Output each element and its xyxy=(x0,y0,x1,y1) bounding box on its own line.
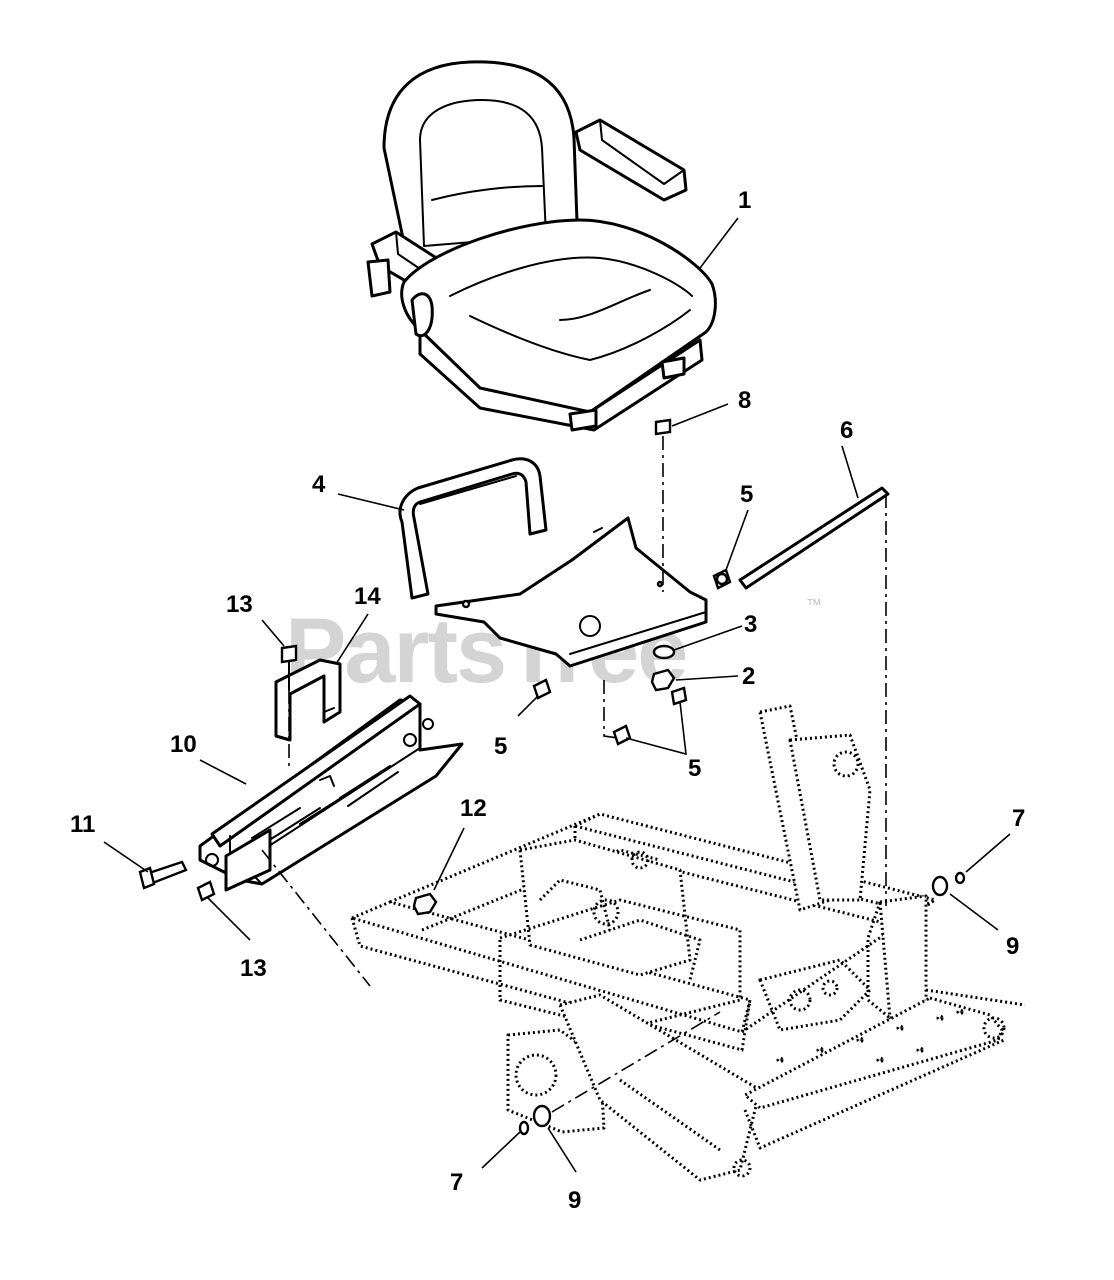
callout-9-right: 9 xyxy=(1006,933,1019,960)
assembly-lines xyxy=(261,436,887,1113)
callout-6: 6 xyxy=(840,417,853,444)
callout-1: 1 xyxy=(738,187,751,214)
callout-9-bottom: 9 xyxy=(568,1187,581,1214)
callout-12: 12 xyxy=(460,795,487,822)
callouts: 1 8 4 6 5 3 2 5 5 13 14 10 11 13 12 7 9 … xyxy=(70,187,1025,1214)
callout-7-bottom: 7 xyxy=(450,1169,463,1196)
callout-5-left: 5 xyxy=(494,733,507,760)
leader-lines xyxy=(103,217,1011,1173)
callout-7-right: 7 xyxy=(1012,805,1025,832)
seat xyxy=(366,60,717,432)
callout-4: 4 xyxy=(312,471,326,498)
callout-8: 8 xyxy=(738,387,751,414)
callout-13-upper: 13 xyxy=(226,591,253,618)
callout-14: 14 xyxy=(354,583,381,610)
pivot-rod xyxy=(738,486,890,590)
seat-pan xyxy=(398,457,708,668)
callout-2: 2 xyxy=(742,663,755,690)
callout-5-lower: 5 xyxy=(688,755,701,782)
callout-3: 3 xyxy=(744,611,757,638)
clip-bracket xyxy=(274,658,342,742)
hardware xyxy=(138,418,966,1136)
callout-13-lower: 13 xyxy=(240,955,267,982)
mower-frame xyxy=(350,704,1026,1182)
side-bracket xyxy=(198,694,464,892)
callout-5-upper: 5 xyxy=(740,481,753,508)
callout-10: 10 xyxy=(170,731,197,758)
watermark-trademark: ™ xyxy=(806,597,822,614)
callout-11: 11 xyxy=(70,811,95,838)
